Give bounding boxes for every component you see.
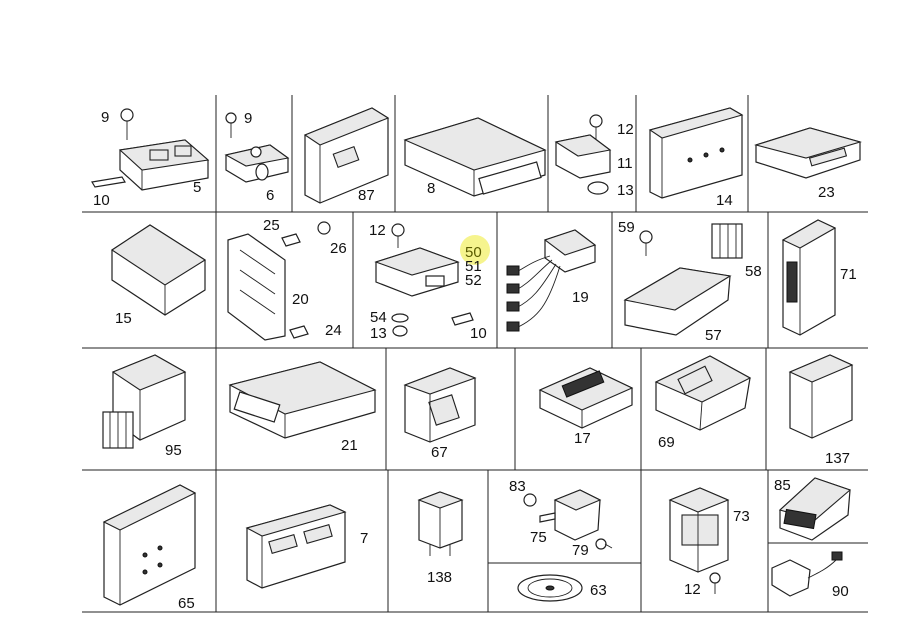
label-87: 87 — [358, 187, 375, 204]
part-control-unit-71 — [781, 219, 837, 336]
label-21: 21 — [341, 437, 358, 454]
part-control-unit-73 — [668, 487, 730, 594]
label-10: 10 — [93, 192, 110, 209]
label-54: 54 — [370, 309, 387, 326]
label-24: 24 — [325, 322, 342, 339]
part-control-unit-87 — [303, 107, 390, 204]
label-6: 6 — [266, 187, 274, 204]
part-control-unit-7 — [245, 504, 347, 589]
label-52: 52 — [465, 272, 482, 289]
label-12c: 12 — [684, 581, 701, 598]
part-control-unit-65 — [102, 484, 197, 606]
part-sensor-90 — [771, 551, 843, 597]
part-control-unit-21 — [228, 361, 377, 439]
label-25: 25 — [263, 217, 280, 234]
part-relay-6 — [224, 112, 290, 183]
label-11: 11 — [617, 155, 633, 172]
label-90: 90 — [832, 583, 849, 600]
label-17: 17 — [574, 430, 591, 447]
part-control-unit-14 — [648, 107, 744, 199]
part-fuse-block-57 — [623, 223, 743, 336]
label-63: 63 — [590, 582, 607, 599]
part-fuse-box — [91, 108, 210, 191]
part-module-11 — [554, 114, 612, 195]
label-50: 50 — [465, 244, 482, 261]
label-20: 20 — [292, 291, 309, 308]
label-19: 19 — [572, 289, 589, 306]
label-15: 15 — [115, 310, 132, 327]
part-module-85 — [778, 477, 852, 541]
part-control-unit-8 — [403, 117, 547, 197]
label-69: 69 — [658, 434, 675, 451]
label-83: 83 — [509, 478, 526, 495]
label-85: 85 — [774, 477, 791, 494]
highlight-marker — [460, 235, 490, 265]
label-95: 95 — [165, 442, 182, 459]
part-control-unit-17 — [538, 367, 634, 429]
label-9b: 9 — [244, 110, 252, 127]
label-67: 67 — [431, 444, 448, 461]
part-fuse-block-69 — [654, 355, 752, 431]
part-cd-disc-63 — [517, 574, 583, 602]
label-71: 71 — [840, 266, 857, 283]
part-relay-137 — [788, 354, 854, 439]
label-8: 8 — [427, 180, 435, 197]
label-5: 5 — [193, 179, 201, 196]
part-harness-19 — [506, 229, 597, 332]
label-10b: 10 — [470, 325, 487, 342]
label-51: 51 — [465, 258, 482, 275]
label-12b: 12 — [369, 222, 386, 239]
part-bracket-20 — [227, 221, 331, 341]
grid-lines — [82, 95, 868, 613]
label-138: 138 — [427, 569, 452, 586]
part-relay-138 — [417, 491, 464, 556]
part-control-unit-67 — [403, 367, 477, 443]
label-65: 65 — [178, 595, 195, 612]
label-75: 75 — [530, 529, 547, 546]
label-59: 59 — [618, 219, 635, 236]
label-26: 26 — [330, 240, 347, 257]
label-57: 57 — [705, 327, 722, 344]
label-137: 137 — [825, 450, 850, 467]
label-13: 13 — [617, 182, 634, 199]
label-7: 7 — [360, 530, 368, 547]
part-control-unit-15 — [111, 224, 207, 316]
label-58: 58 — [745, 263, 762, 280]
part-module-50 — [374, 223, 474, 337]
label-73: 73 — [733, 508, 750, 525]
label-14: 14 — [716, 192, 733, 209]
part-module-23 — [754, 127, 862, 179]
part-relay-95 — [102, 354, 187, 449]
label-23: 23 — [818, 184, 835, 201]
part-relay-75 — [523, 489, 613, 550]
label-79: 79 — [572, 542, 589, 559]
label-9: 9 — [101, 109, 109, 126]
label-12: 12 — [617, 121, 634, 138]
label-13b: 13 — [370, 325, 387, 342]
